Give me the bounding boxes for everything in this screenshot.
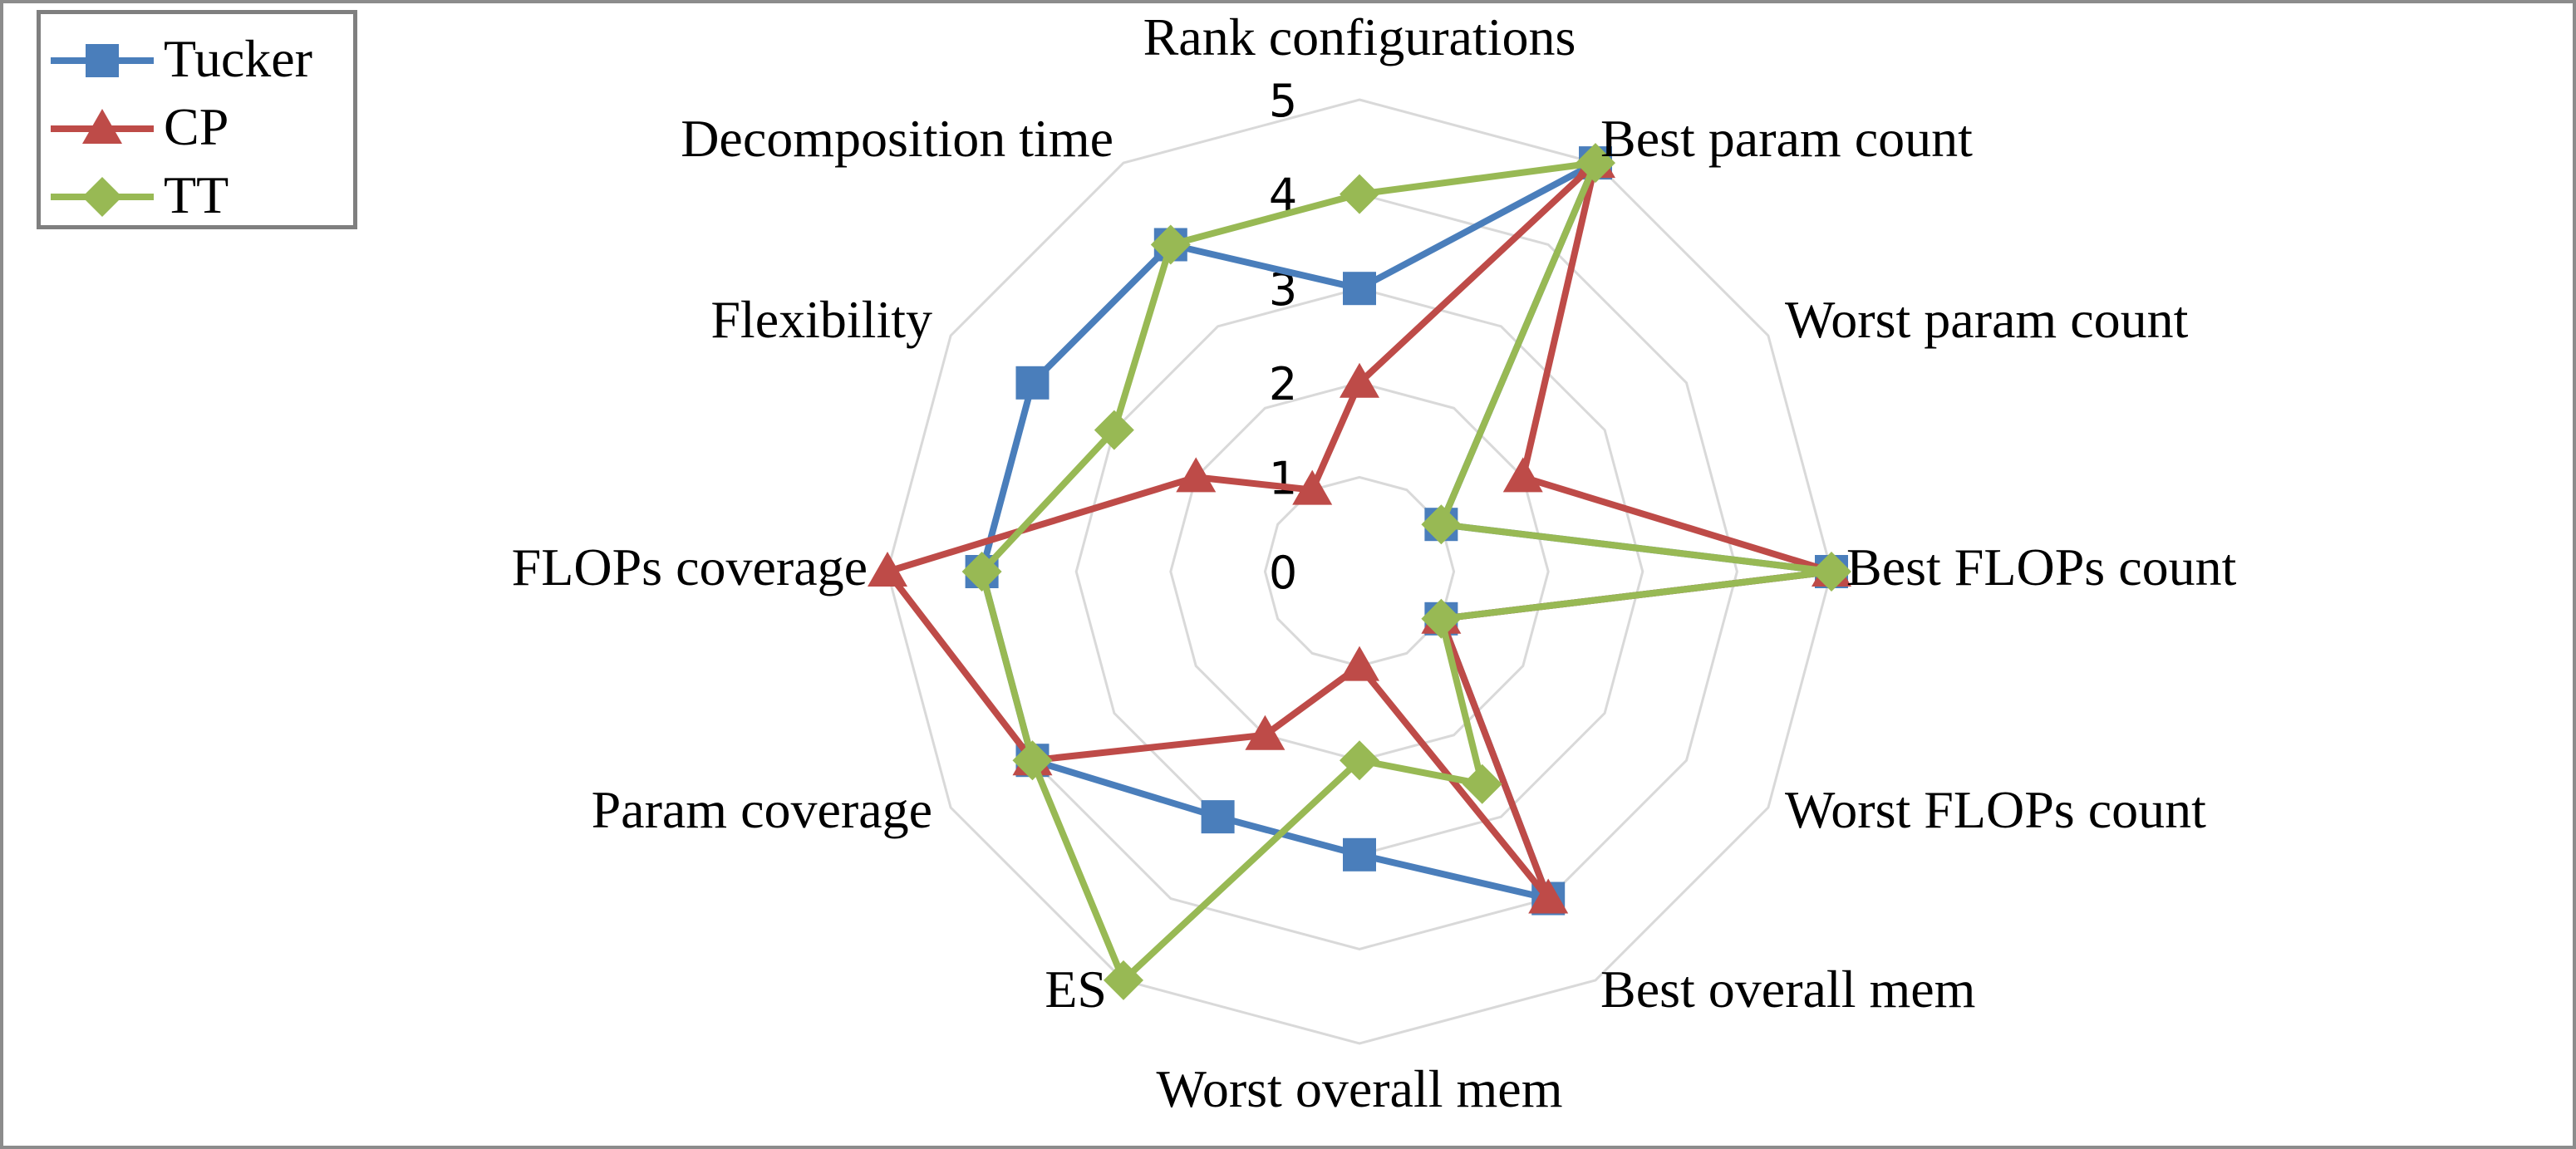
legend-entry-cp[interactable]: CP [41, 96, 356, 162]
data-point-tucker-6 [1343, 837, 1376, 872]
legend-entry-tucker[interactable]: Tucker [41, 27, 356, 94]
tick-label-0: 0 [1269, 547, 1297, 599]
legend-label-cp: CP [164, 97, 229, 156]
tick-label-1: 1 [1269, 452, 1297, 504]
category-label-best-param-count: Best param count [1600, 109, 1973, 168]
data-point-tt-8 [1012, 740, 1053, 781]
tick-label-2: 2 [1269, 358, 1297, 410]
grid-ring-2 [1169, 381, 1550, 762]
category-label-decomposition-time: Decomposition time [681, 109, 1113, 168]
legend-swatch-tucker [51, 44, 154, 77]
data-point-tt-4 [1421, 598, 1462, 639]
legend-label-tucker: Tucker [164, 29, 312, 88]
data-point-tt-1 [1576, 143, 1615, 184]
category-label-best-flops-count: Best FLOPs count [1846, 538, 2237, 597]
category-label-param-coverage: Param coverage [592, 780, 932, 839]
category-label-worst-overall-mem: Worst overall mem [1157, 1059, 1563, 1118]
data-point-tt-10 [1094, 410, 1134, 450]
series-line-tt [978, 160, 1835, 984]
legend-entry-tt[interactable]: TT [41, 164, 356, 230]
series-tucker [965, 146, 1848, 916]
grid-ring-5 [886, 98, 1833, 1045]
data-point-cp-7 [1245, 714, 1286, 750]
legend-label-tt: TT [164, 165, 229, 224]
category-label-flops-coverage: FLOPs coverage [512, 538, 868, 597]
category-label-es: ES [1045, 960, 1107, 1019]
legend: Tucker CP TT [37, 10, 357, 229]
grid-layer [886, 98, 1833, 1045]
series-tt [961, 143, 1851, 1000]
grid-ring-4 [981, 193, 1738, 950]
data-point-cp-9 [868, 552, 907, 587]
category-label-flexibility: Flexibility [710, 290, 932, 349]
data-point-tt-2 [1421, 504, 1462, 545]
data-point-cp-5 [1528, 878, 1569, 914]
category-label-worst-flops-count: Worst FLOPs count [1785, 780, 2206, 839]
series-cp [868, 143, 1851, 914]
data-point-cp-6 [1340, 646, 1379, 681]
category-label-best-overall-mem: Best overall mem [1600, 960, 1975, 1019]
data-point-tt-11 [1150, 224, 1191, 265]
data-point-cp-2 [1502, 457, 1543, 493]
data-point-cp-10 [1176, 457, 1217, 493]
legend-swatch-cp [51, 109, 154, 144]
data-point-cp-0 [1340, 362, 1379, 398]
series-layer [868, 143, 1851, 1000]
data-point-tucker-0 [1343, 272, 1376, 306]
legend-swatch-tt [51, 177, 154, 217]
data-point-tt-5 [1462, 764, 1502, 804]
category-label-rank-configurations: Rank configurations [1143, 7, 1576, 66]
tick-label-5: 5 [1269, 75, 1297, 127]
data-point-tt-0 [1340, 174, 1379, 214]
data-point-tt-6 [1340, 740, 1379, 781]
data-point-tucker-7 [1201, 800, 1235, 834]
data-point-tt-9 [961, 552, 1002, 592]
data-point-tt-3 [1812, 552, 1851, 592]
data-point-tt-7 [1104, 960, 1143, 1000]
data-point-tucker-10 [1015, 366, 1050, 400]
category-label-worst-param-count: Worst param count [1785, 290, 2189, 349]
data-point-cp-11 [1292, 469, 1333, 505]
